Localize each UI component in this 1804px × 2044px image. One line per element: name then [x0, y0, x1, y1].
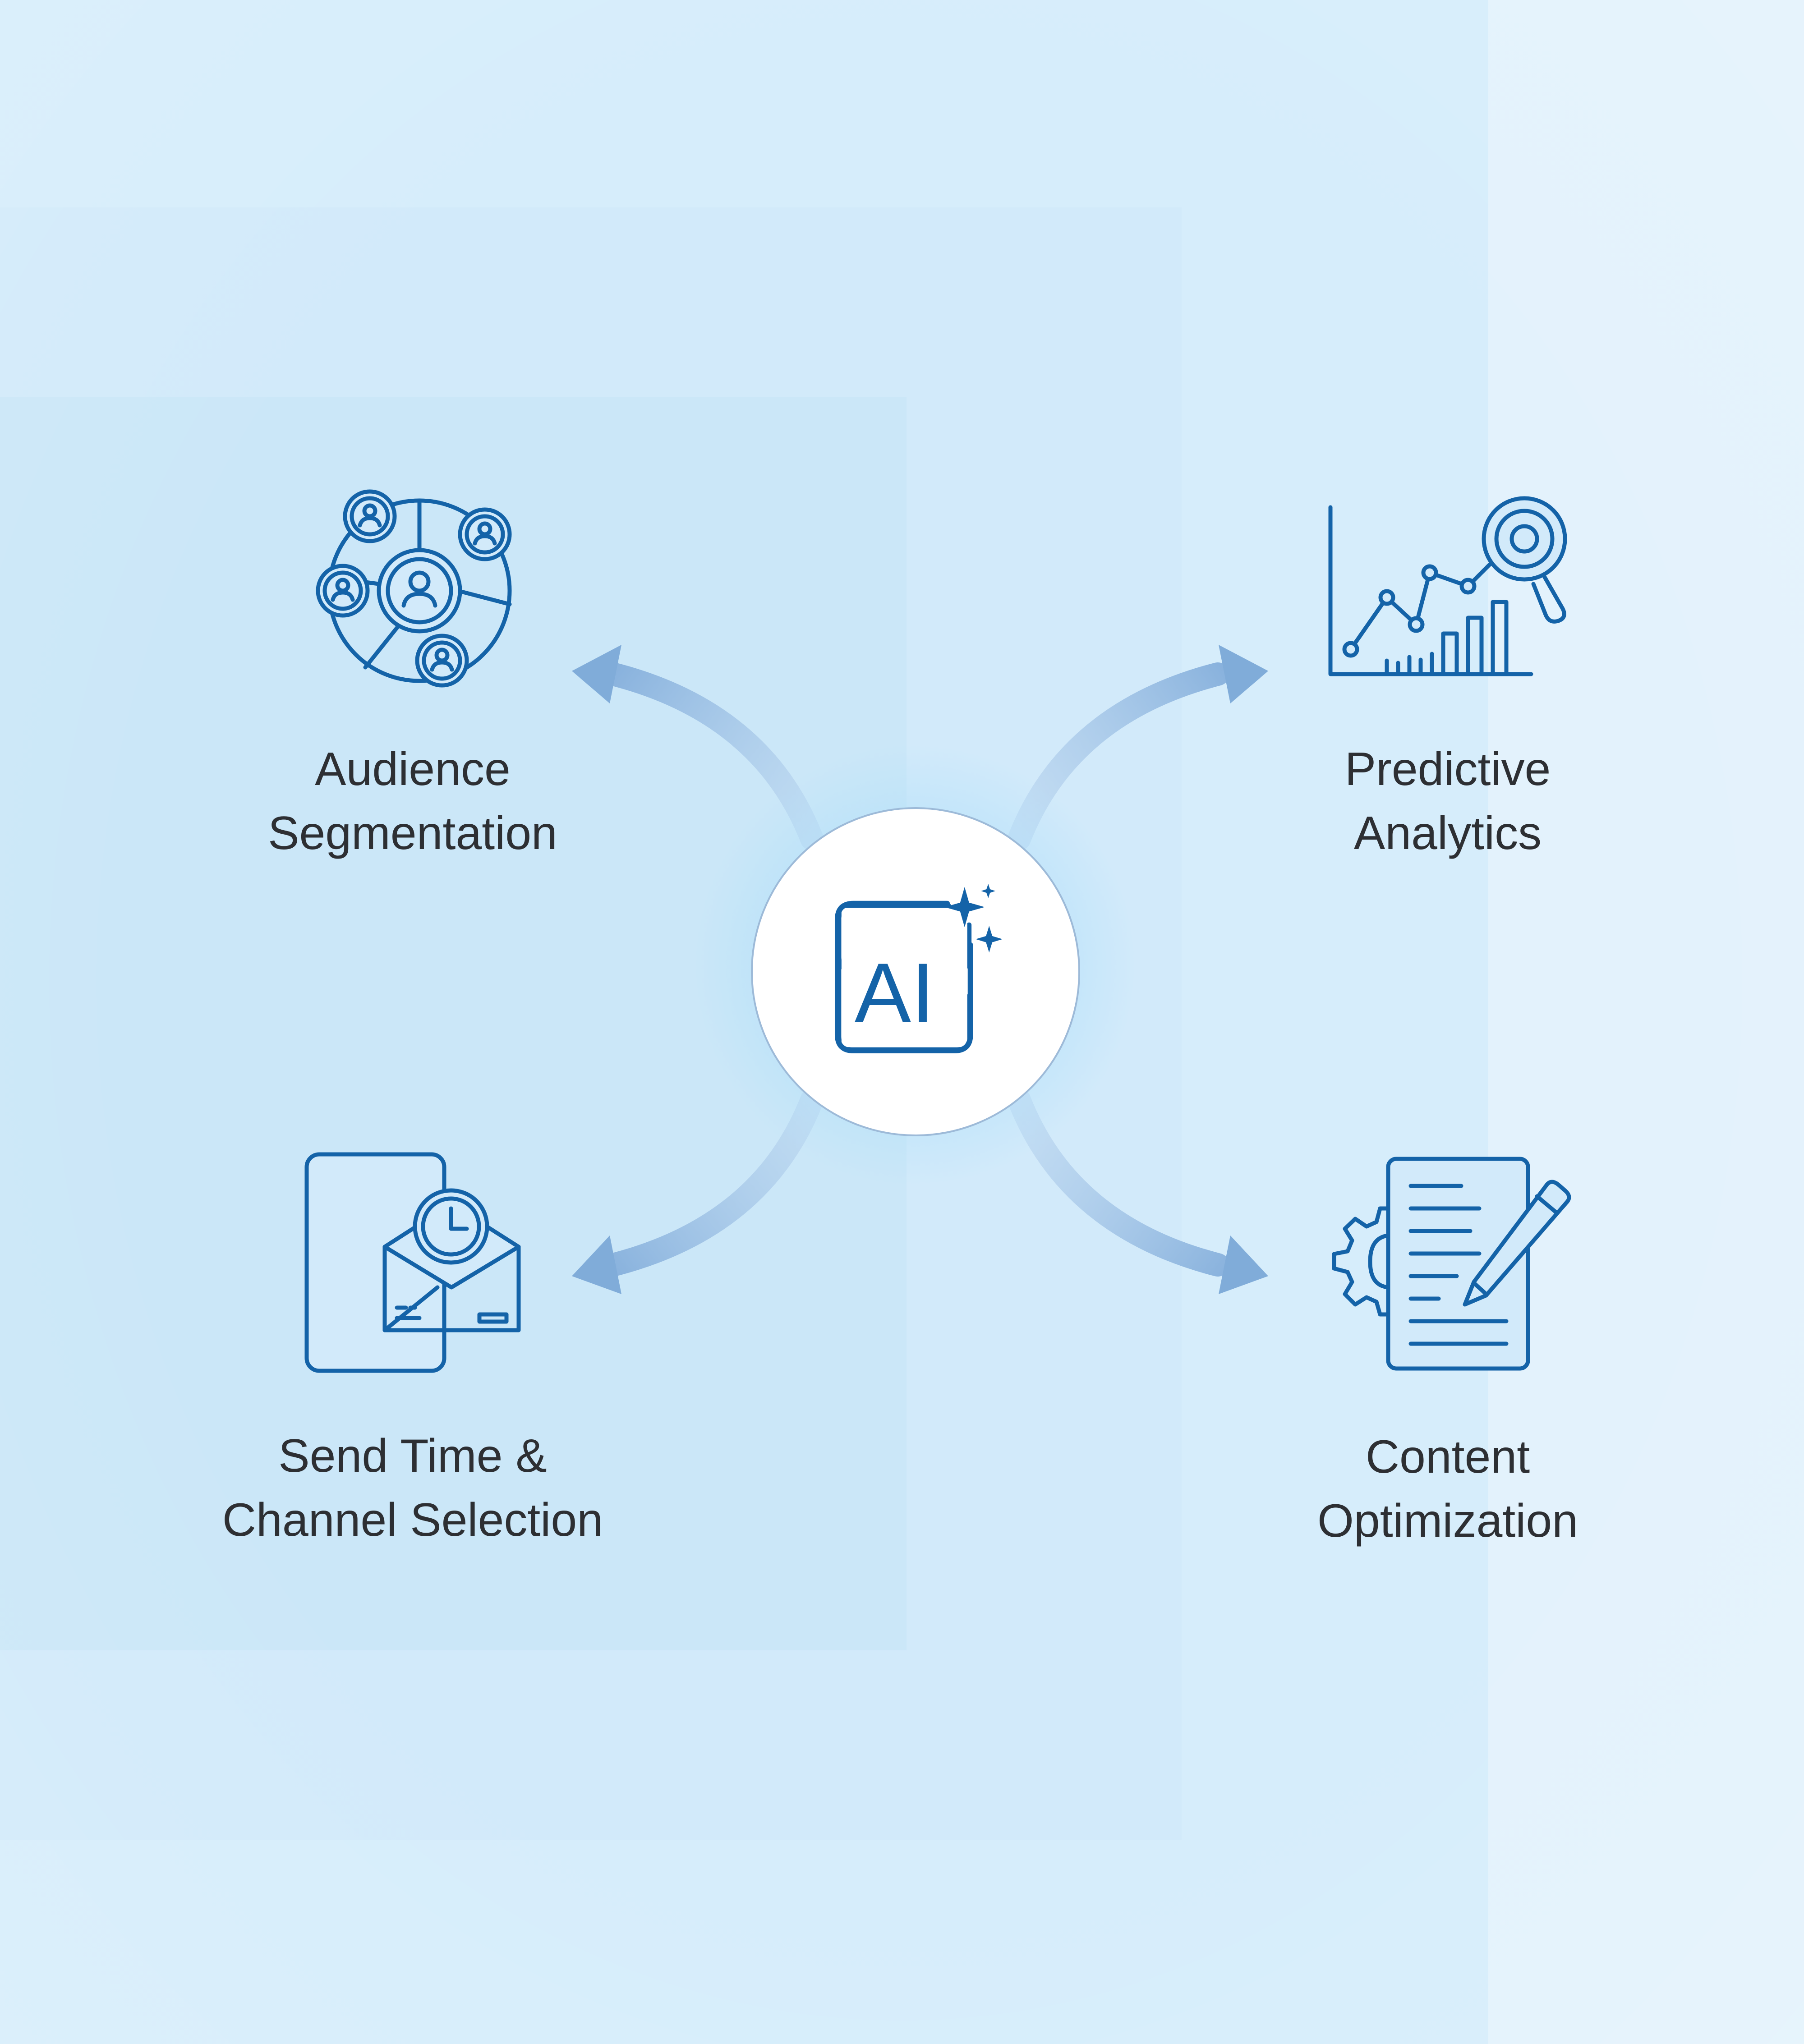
label-line: Content: [1365, 1431, 1530, 1483]
node-label-send-time-channel-selection: Send Time & Channel Selection: [142, 1424, 683, 1552]
hub-label: AI: [855, 946, 935, 1040]
label-line: Audience: [315, 743, 511, 795]
ai-hub: AI: [751, 807, 1080, 1136]
document-gear-pencil-icon: [1332, 1157, 1571, 1371]
label-line: Predictive: [1344, 743, 1551, 795]
ai-sparkle-icon: AI: [834, 884, 1003, 1053]
label-line: Optimization: [1317, 1495, 1578, 1547]
label-line: Analytics: [1353, 807, 1542, 859]
mobile-email-clock-icon: [304, 1152, 521, 1373]
analytics-chart-magnifier-icon: [1328, 496, 1567, 676]
label-line: Send Time &: [278, 1430, 547, 1482]
audience-network-icon: [316, 489, 512, 688]
node-label-audience-segmentation: Audience Segmentation: [142, 737, 683, 865]
label-line: Channel Selection: [222, 1494, 603, 1546]
node-label-predictive-analytics: Predictive Analytics: [1177, 737, 1718, 865]
node-label-content-optimization: Content Optimization: [1177, 1425, 1718, 1553]
label-line: Segmentation: [268, 807, 557, 859]
